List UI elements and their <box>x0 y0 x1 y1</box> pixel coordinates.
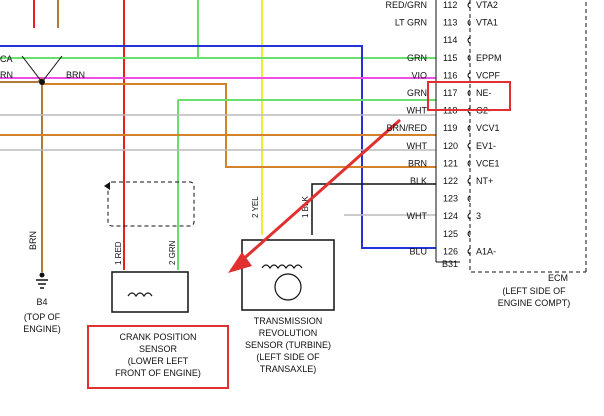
trans-coil-icon <box>261 264 303 270</box>
ecm-pin-terminal <box>467 124 471 132</box>
trans-pin2-wire: 2 YEL <box>251 196 260 218</box>
ecm-connector-code: B31 <box>442 259 458 269</box>
trans-title-5: TRANSAXLE) <box>260 364 317 374</box>
annotation-arrow-head <box>228 252 252 273</box>
label-brn: BRN <box>66 70 85 80</box>
ecm-pin-terminal <box>467 36 471 44</box>
ecm-signal-name: EPPM <box>476 53 502 63</box>
junction-dot <box>39 79 45 85</box>
wire-blue <box>0 45 436 249</box>
ecm-wire-color: WHT <box>407 211 428 221</box>
trans-title-4: (LEFT SIDE OF <box>256 352 320 362</box>
ground-code: B4 <box>36 297 47 307</box>
crank-pin1-wire: 1 RED <box>114 241 123 265</box>
crank-title-4: FRONT OF ENGINE) <box>115 368 201 378</box>
ecm-pin-terminal <box>467 195 471 202</box>
trans-title-2: REVOLUTION <box>259 328 318 338</box>
ecm-wire-color: GRN <box>407 53 427 63</box>
crank-title-3: (LOWER LEFT <box>128 356 189 366</box>
ecm-pin-number: 117 <box>443 88 457 98</box>
ecm-signal-name: EV1- <box>476 141 496 151</box>
shield-arrow-icon <box>104 182 110 190</box>
trans-pin1-wire: 1 BLK <box>301 196 310 218</box>
ecm-pin-terminal <box>467 230 471 238</box>
ecm-pin-number: 122 <box>443 176 458 186</box>
ecm-wire-color: GRN <box>407 88 427 98</box>
trans-sensor-body <box>241 239 335 311</box>
crank-title-2: SENSOR <box>139 344 178 354</box>
ecm-pin-number: 126 <box>443 246 458 256</box>
wire-black <box>311 183 436 235</box>
crank-title-1: CRANK POSITION <box>119 332 196 342</box>
ecm-signal-name: VCE1 <box>476 158 500 168</box>
ecm-wire-color: BLU <box>409 246 427 256</box>
ecm-pin-number: 119 <box>443 123 457 133</box>
ecm-location-2: ENGINE COMPT) <box>498 298 571 308</box>
ecm-pin-number: 124 <box>443 211 458 221</box>
ground-caption-1: (TOP OF <box>24 312 61 322</box>
trans-sensor-rotor-icon <box>274 273 302 301</box>
ecm-wire-color: BRN/RED <box>386 123 427 133</box>
ecm-wire-color: BLK <box>410 176 427 186</box>
ecm-signal-name: A1A- <box>476 246 496 256</box>
ecm-pin-terminal <box>467 212 471 220</box>
ecm-signal-name: 3 <box>476 211 481 221</box>
shield-connector <box>107 181 195 227</box>
ecm-pin-number: 116 <box>443 70 457 80</box>
crank-pin2-wire: 2 GRN <box>168 240 177 265</box>
ecm-pin-number: 114 <box>443 35 457 45</box>
ecm-box <box>469 0 587 273</box>
ecm-location-1: (LEFT SIDE OF <box>502 286 566 296</box>
ground-caption-2: ENGINE) <box>23 324 61 334</box>
ground-dot <box>39 272 45 278</box>
wire-brown-right <box>42 83 436 168</box>
ecm-pin-number: 113 <box>443 18 457 28</box>
label-rn: RN <box>0 70 13 80</box>
ecm-signal-name: VTA2 <box>476 0 498 10</box>
crank-sensor-body <box>111 271 189 313</box>
ecm-pin-terminal <box>467 142 471 150</box>
label-brn-vertical: BRN <box>28 231 38 250</box>
ecm-signal-name: NT+ <box>476 176 493 186</box>
trans-title-1: TRANSMISSION <box>254 316 323 326</box>
ecm-wire-color: WHT <box>407 141 428 151</box>
ecm-signal-name: VTA1 <box>476 18 498 28</box>
ecm-pin-terminal <box>467 177 471 185</box>
ecm-signal-name: VCV1 <box>476 123 500 133</box>
ecm-pin-terminal <box>467 1 471 9</box>
ecm-wire-color: LT GRN <box>395 18 427 28</box>
ecm-pin-number: 120 <box>443 141 458 151</box>
ecm-pin-terminal <box>467 54 471 62</box>
ecm-wire-color: WHT <box>407 106 428 116</box>
ecm-pin-ticks <box>435 0 460 263</box>
ecm-pin-terminal <box>467 89 471 97</box>
label-ca: CA <box>0 54 13 64</box>
ecm-pin-terminal <box>467 248 471 255</box>
ecm-pin-terminal <box>467 160 471 167</box>
ground-icon <box>36 279 48 289</box>
ecm-signal-name: NE- <box>476 88 492 98</box>
ecm-pin-number: 123 <box>443 194 458 204</box>
ecm-wire-color: RED/GRN <box>385 0 427 10</box>
ne-highlight-box <box>427 81 511 111</box>
ecm-pin-number: 112 <box>443 0 457 10</box>
ecm-signal-name: VCPF <box>476 70 501 80</box>
ecm-pin-number: 121 <box>443 158 458 168</box>
crank-highlight-box <box>87 325 229 389</box>
ecm-wire-color: VIO <box>411 70 427 80</box>
ecm-name: ECM <box>548 273 568 283</box>
ecm-pin-terminal <box>467 72 471 79</box>
wire-green-ne <box>177 99 436 270</box>
trans-title-3: SENSOR (TURBINE) <box>245 340 331 350</box>
ecm-pin-number: 115 <box>443 53 457 63</box>
ecm-pin-number: 125 <box>443 229 458 239</box>
ecm-wire-color: BRN <box>408 158 427 168</box>
annotation-arrow-line <box>239 118 401 264</box>
ecm-pin-terminal <box>467 19 471 26</box>
coil-icon <box>127 292 153 298</box>
